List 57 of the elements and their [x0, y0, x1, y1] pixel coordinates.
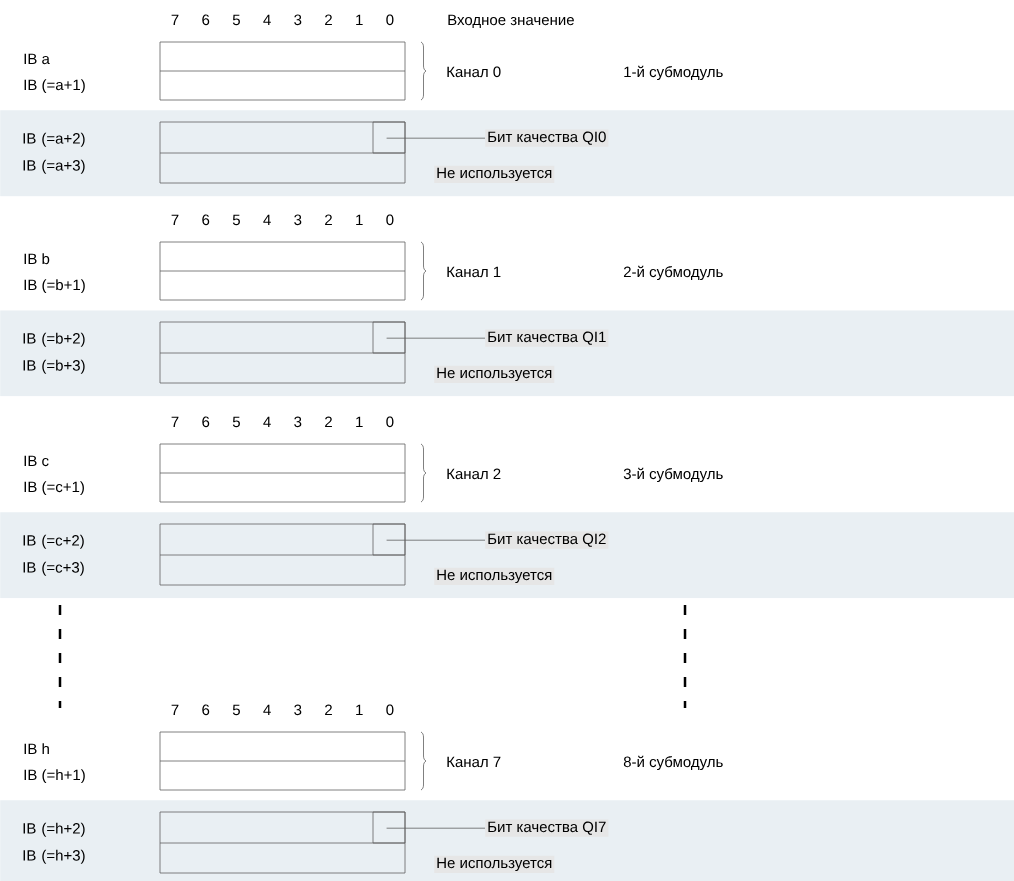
bit-number: 3	[294, 14, 302, 26]
channel-label: Канал 2	[447, 468, 501, 480]
register-label: IB b	[24, 253, 50, 265]
channel-label: Канал 1	[447, 266, 501, 278]
register-label: IB (=b+1)	[24, 279, 85, 294]
bit-number: 6	[202, 704, 210, 716]
register-label: IB c	[24, 455, 49, 467]
leader-line	[386, 137, 486, 139]
submodule-label: 2-й субмодуль	[623, 265, 723, 281]
bit-number: 2	[325, 416, 332, 427]
bit-number: 5	[232, 14, 240, 26]
bit-number: 2	[325, 214, 332, 225]
bit-number: 4	[263, 214, 271, 225]
bit-number: 1	[356, 704, 363, 715]
register-label: IB a	[24, 53, 50, 65]
register-label: IB (=h+1)	[24, 769, 85, 784]
bit-number: 0	[386, 704, 394, 716]
bit-number: 0	[386, 14, 394, 26]
bit-number: 4	[263, 416, 271, 427]
bit-number: 1	[356, 214, 363, 225]
bit-number: 4	[263, 14, 271, 25]
bit-number: 5	[232, 416, 240, 428]
bit-number: 2	[325, 14, 332, 25]
bit-number: 0	[386, 416, 394, 428]
bit-number: 3	[294, 704, 302, 716]
register-label: IB (=c+1)	[24, 481, 84, 496]
bit-number: 7	[171, 14, 179, 25]
leader-line	[386, 827, 486, 829]
bit-number: 6	[202, 14, 210, 26]
bit-number: 7	[171, 214, 179, 225]
bit-number: 0	[386, 214, 394, 226]
bit-number: 1	[356, 14, 363, 25]
bit-number: 7	[171, 704, 179, 715]
bit-number: 3	[294, 214, 302, 226]
register-label: IB h	[24, 743, 49, 754]
channel-label: Канал 0	[447, 66, 501, 78]
bit-number: 6	[202, 416, 210, 428]
bit-cell	[372, 811, 406, 844]
submodule-label: 8-й субмодуль	[623, 755, 723, 771]
heading: Входное значение	[448, 14, 574, 28]
bit-number: 7	[171, 416, 179, 427]
bit-number: 6	[202, 214, 210, 226]
bit-cell	[372, 121, 406, 154]
bit-number: 3	[294, 416, 302, 428]
bit-cell	[372, 321, 406, 354]
submodule-label: 1-й субмодуль	[624, 65, 723, 81]
bit-number: 5	[232, 214, 240, 226]
bit-cell	[372, 523, 406, 556]
bit-number: 1	[356, 416, 363, 427]
bit-number: 2	[325, 704, 332, 715]
submodule-label: 3-й субмодуль	[623, 467, 723, 483]
leader-line	[386, 337, 486, 339]
channel-label: Канал 7	[447, 756, 501, 768]
leader-line	[386, 539, 486, 541]
bit-number: 5	[232, 704, 240, 716]
bit-number: 4	[263, 704, 271, 715]
register-label: IB (=a+1)	[24, 79, 85, 94]
